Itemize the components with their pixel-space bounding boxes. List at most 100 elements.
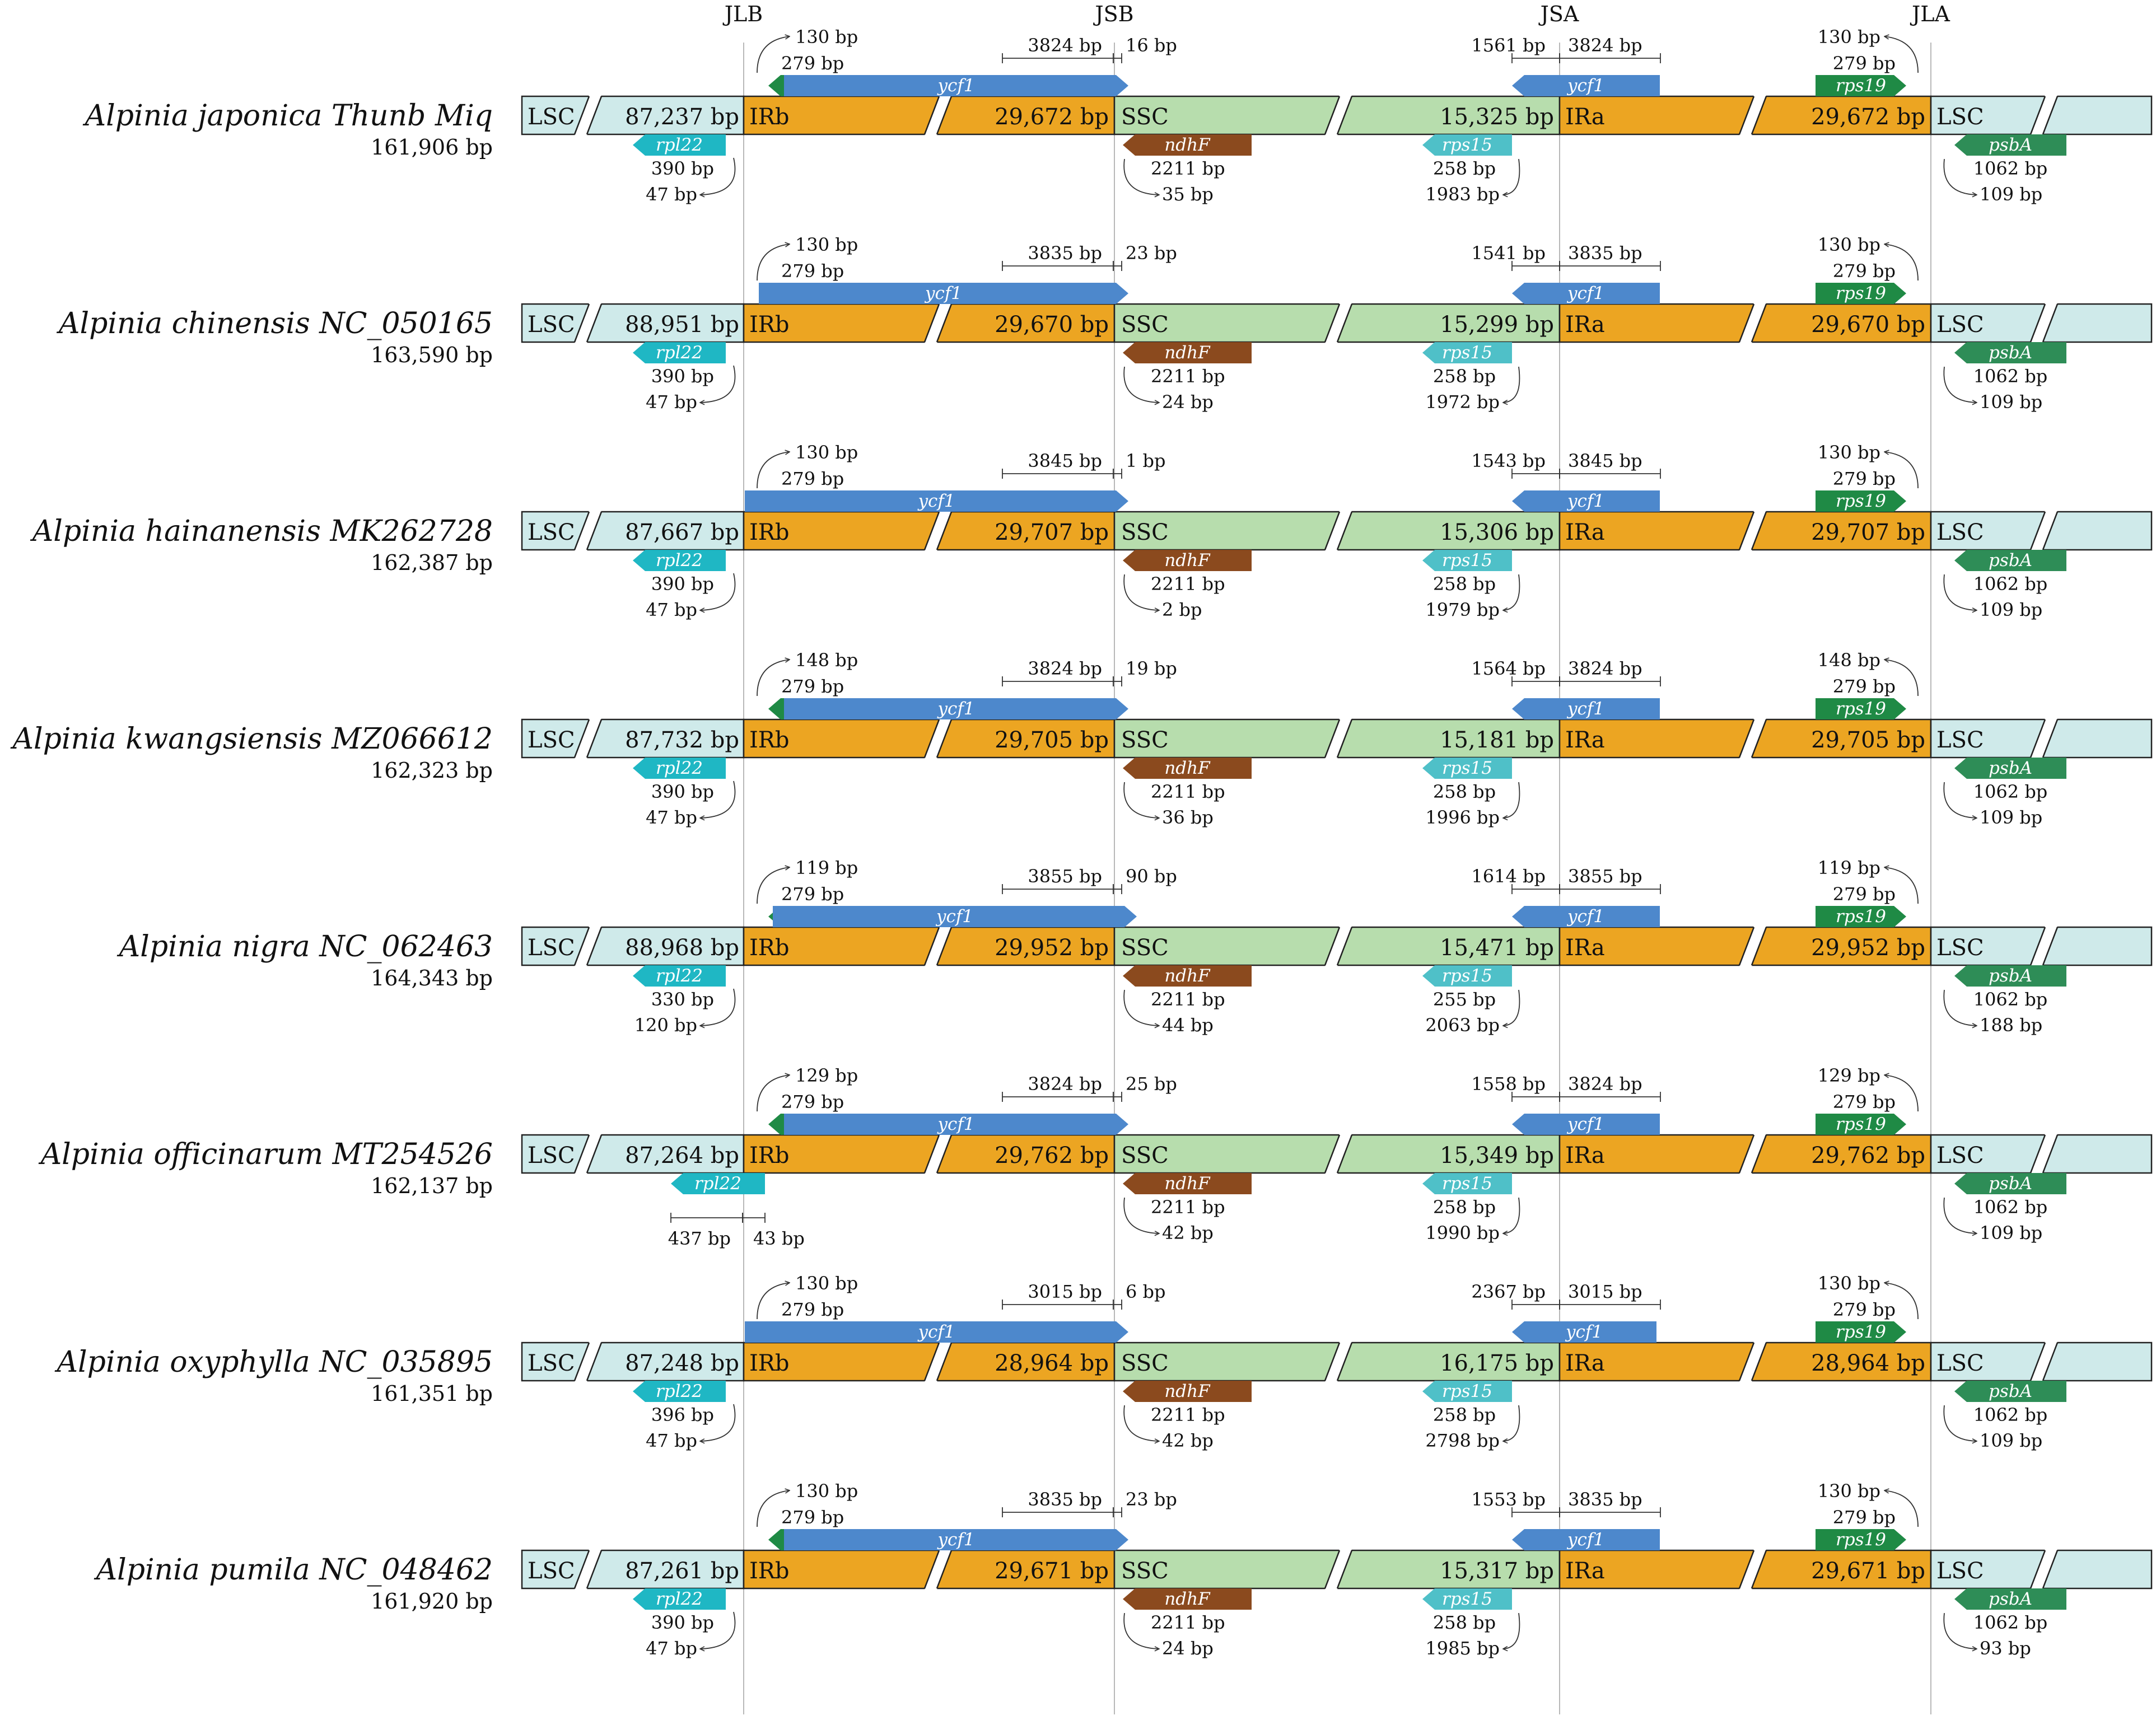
gene-rps15: rps15 (1422, 758, 1512, 779)
rpl22-length: 390 bp (651, 366, 714, 387)
ndhF-gap-arrow (1123, 1405, 1159, 1441)
break-lsc-left (573, 1549, 603, 1590)
lsc-region-left (521, 303, 745, 343)
rps19-right-gap-arrow (1884, 867, 1919, 904)
gene-ycf1-left-label: ycf1 (917, 1322, 955, 1342)
rps19-left-gap-arrow (757, 1075, 790, 1112)
gene-ycf1-left-shape (784, 1529, 1128, 1550)
ndhF-gap: 42 bp (1162, 1430, 1214, 1451)
ssc-length: 15,181 bp (1440, 727, 1554, 753)
rps19-left-length: 279 bp (781, 884, 844, 905)
ycf1-left-ir-length: 3015 bp (1028, 1281, 1102, 1302)
ycf1-left-ssc-length: 19 bp (1126, 658, 1177, 679)
gene-rps19-right-shape (1816, 698, 1906, 719)
ycf1-left-ssc-span (1113, 676, 1122, 686)
lsc-region-left (521, 511, 745, 551)
rps15-gap-arrow (1503, 989, 1520, 1026)
gene-ycf1-right-shape (1512, 283, 1660, 304)
ssc-length: 15,306 bp (1440, 520, 1554, 545)
psbA-length: 1062 bp (1973, 573, 2048, 595)
lsc-label: LSC (528, 727, 575, 753)
ira-label: IRa (1565, 520, 1605, 545)
lsc-region-left (521, 1342, 745, 1382)
rps15-gap-arrow (1503, 366, 1520, 403)
lsc-label-right: LSC (1936, 1558, 1984, 1584)
species-name: Alpinia oxyphylla NC_035895 (54, 1345, 493, 1379)
ycf1-right-ssc-length: 1541 bp (1471, 242, 1546, 264)
gene-ycf1-left-label: ycf1 (936, 1530, 974, 1550)
gene-rps19-right-shape (1816, 490, 1906, 512)
species-name: Alpinia kwangsiensis MZ066612 (10, 722, 493, 756)
ycf1-right-ir-length: 3824 bp (1568, 35, 1642, 56)
lsc-length: 87,237 bp (625, 104, 739, 130)
psbA-gap: 93 bp (1980, 1638, 2031, 1659)
lsc-length: 87,248 bp (625, 1350, 739, 1376)
ycf1-left-ir-length: 3824 bp (1028, 1073, 1102, 1095)
gene-ycf1-right: ycf1 (1512, 490, 1660, 512)
gene-rpl22-label: rpl22 (656, 966, 703, 986)
gene-ndhF-label: ndhF (1164, 966, 1211, 986)
rps15-length: 258 bp (1433, 1404, 1496, 1425)
rps19-right-ir-overlap: 130 bp (1818, 442, 1880, 463)
lsc-label: LSC (528, 1350, 575, 1376)
gene-ycf1-right-label: ycf1 (1566, 76, 1604, 96)
rps19-left-length: 279 bp (781, 53, 844, 74)
gene-ndhF-shape (1123, 342, 1252, 363)
rpl22-length: 330 bp (651, 989, 714, 1010)
genome-size: 162,137 bp (371, 1174, 493, 1198)
gene-ycf1-left: ycf1 (773, 906, 1137, 927)
break-lsc-right (2029, 718, 2059, 759)
lsc-label: LSC (528, 1143, 575, 1169)
break-lsc-right (2029, 1134, 2059, 1174)
break-ira (1738, 303, 1767, 343)
psbA-gap: 109 bp (1980, 1222, 2042, 1244)
break-ssc (1324, 718, 1353, 759)
gene-rps19-right: rps19 (1816, 1321, 1906, 1343)
rps19-right-length: 279 bp (1833, 1299, 1896, 1320)
break-ssc (1324, 1549, 1353, 1590)
ssc-label: SSC (1121, 1143, 1169, 1169)
gene-ycf1-right-shape (1512, 906, 1660, 927)
rps19-left-length: 279 bp (781, 1091, 844, 1113)
rps19-left-length: 279 bp (781, 1299, 844, 1320)
ycf1-right-ir-length: 3855 bp (1568, 866, 1642, 887)
ndhF-length: 2211 bp (1151, 366, 1225, 387)
ndhF-length: 2211 bp (1151, 1612, 1225, 1633)
gene-rps15-shape (1422, 550, 1512, 571)
gene-ycf1-right: ycf1 (1512, 906, 1660, 927)
gene-ycf1-right-shape (1512, 1114, 1660, 1135)
species-name: Alpinia hainanensis MK262728 (30, 515, 493, 548)
gene-ycf1-left: ycf1 (759, 283, 1128, 304)
ycf1-right-span (1559, 1092, 1661, 1102)
gene-ndhF-shape (1123, 965, 1252, 987)
ira-label: IRa (1565, 1350, 1605, 1376)
gene-rpl22: rpl22 (633, 1588, 726, 1610)
ycf1-left-ssc-span (1113, 1092, 1122, 1102)
gene-ycf1-right: ycf1 (1512, 1114, 1660, 1135)
irb-label: IRb (749, 727, 790, 753)
gene-ycf1-left-label: ycf1 (924, 283, 962, 303)
rps19-left-gap-arrow (757, 36, 790, 73)
rpl22-ir-overlap: 43 bp (753, 1228, 805, 1249)
ira-length: 28,964 bp (1811, 1350, 1925, 1376)
gene-ndhF-label: ndhF (1164, 1381, 1211, 1401)
psbA-gap-arrow (1943, 782, 1977, 818)
break-irb (923, 511, 953, 551)
ndhF-gap-arrow (1123, 366, 1159, 403)
break-lsc-right (2029, 1342, 2059, 1382)
break-ira (1738, 1134, 1767, 1174)
rps15-gap: 1972 bp (1425, 391, 1500, 413)
rps15-gap-arrow (1503, 1405, 1520, 1441)
ira-length: 29,762 bp (1811, 1143, 1925, 1169)
rps19-left-gap-arrow (757, 244, 790, 281)
ira-label: IRa (1565, 1558, 1605, 1584)
psbA-gap-arrow (1943, 1197, 1977, 1233)
gene-rpl22-shape (633, 1381, 726, 1402)
ndhF-length: 2211 bp (1151, 158, 1225, 179)
gene-rpl22-label: rpl22 (656, 550, 703, 571)
break-lsc-left (573, 926, 603, 966)
